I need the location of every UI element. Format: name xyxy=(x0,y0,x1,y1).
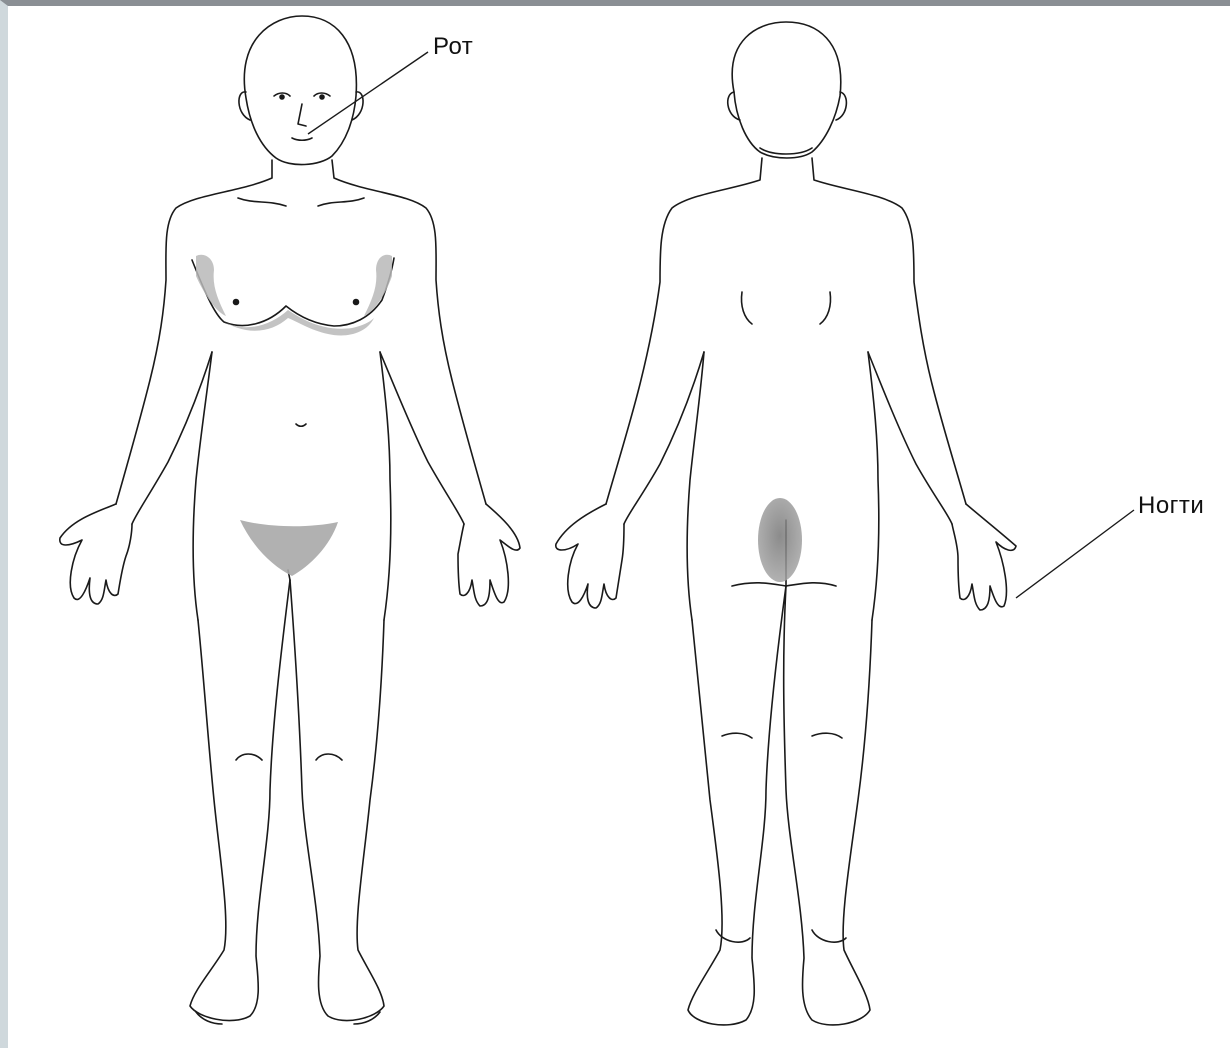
front-groin-highlight xyxy=(240,520,338,576)
front-mouth xyxy=(292,138,312,140)
callout-lines xyxy=(308,52,1134,598)
front-hand-left xyxy=(60,504,132,604)
back-leg-left xyxy=(688,586,786,1025)
back-head xyxy=(732,22,841,158)
front-pupil-right xyxy=(320,95,324,99)
back-gluteal-fold xyxy=(732,583,836,586)
front-armpit-left-highlight xyxy=(196,255,226,316)
front-head xyxy=(244,16,356,165)
front-figure xyxy=(60,16,520,1024)
front-hand-right xyxy=(458,504,520,606)
front-nose xyxy=(298,104,306,126)
label-mouth: Рот xyxy=(433,33,473,61)
front-leg-right xyxy=(290,580,384,1021)
front-waist-left xyxy=(193,352,212,620)
front-torso-left xyxy=(116,160,272,504)
back-leg-right xyxy=(784,586,872,1025)
front-waist-right xyxy=(380,352,391,620)
front-armpit-right-highlight xyxy=(364,255,392,316)
front-highlights xyxy=(196,255,392,576)
back-hand-left xyxy=(556,504,624,608)
back-torso-right xyxy=(812,158,966,504)
back-natal-cleft-highlight xyxy=(758,498,802,582)
front-ear-left xyxy=(239,92,250,120)
front-arm-left-inner xyxy=(132,352,212,524)
back-highlights xyxy=(758,498,802,582)
back-hand-right xyxy=(952,504,1016,610)
callout-line-nails xyxy=(1016,510,1134,598)
front-pupil-left xyxy=(280,95,284,99)
back-torso-left xyxy=(606,158,762,504)
front-leg-left xyxy=(190,580,290,1021)
label-nails: Ногти xyxy=(1138,492,1204,520)
